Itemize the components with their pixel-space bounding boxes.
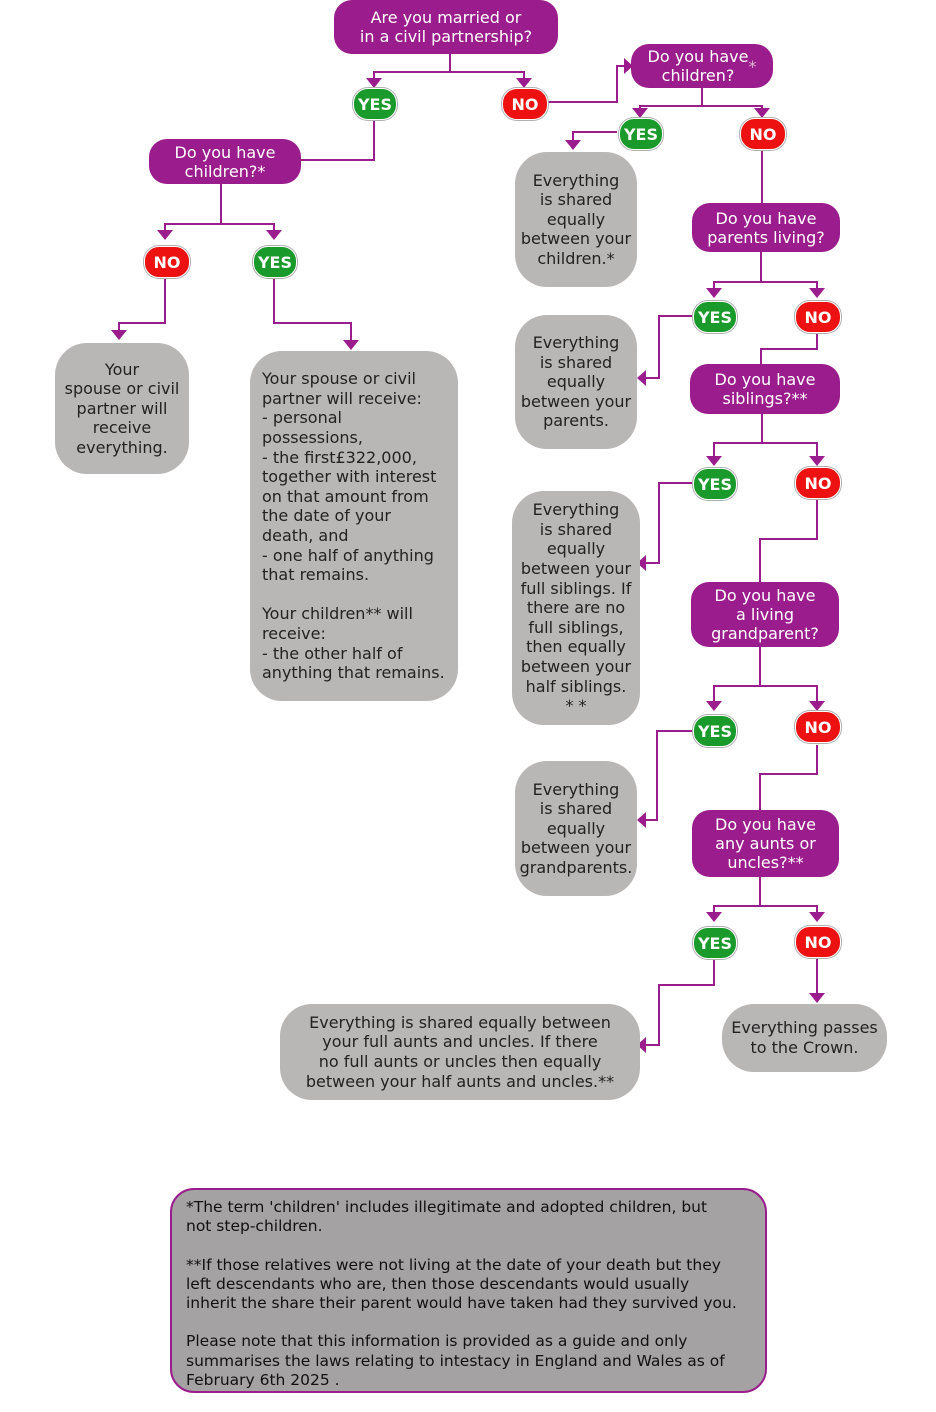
yes-children-left: YES xyxy=(253,246,297,278)
yes-siblings: YES xyxy=(693,468,737,500)
footnote-children: *The term 'children' includes illegitima… xyxy=(186,1198,708,1236)
question-grandparent: Do you have a living grandparent? xyxy=(691,582,839,647)
footnote-descendants: **If those relatives were not living at … xyxy=(186,1255,737,1313)
no-parents: NO xyxy=(795,301,841,333)
yes-parents: YES xyxy=(693,301,737,333)
no-children-right: NO xyxy=(740,118,786,150)
question-siblings: Do you have siblings?** xyxy=(690,364,840,414)
footnote-box: *The term 'children' includes illegitima… xyxy=(170,1188,767,1393)
yes-aunts-uncles: YES xyxy=(693,927,737,959)
result-grandparents: Everything is shared equally between you… xyxy=(515,761,637,896)
yes-grandparent: YES xyxy=(693,715,737,747)
no-children-left: NO xyxy=(144,246,190,278)
footnote-marker: * xyxy=(748,56,757,76)
yes-married: YES xyxy=(353,88,397,120)
result-aunts-uncles: Everything is shared equally between you… xyxy=(280,1004,640,1100)
footnote-disclaimer: Please note that this information is pro… xyxy=(186,1332,725,1390)
no-married: NO xyxy=(502,88,548,120)
no-grandparent: NO xyxy=(795,711,841,743)
question-aunts-uncles: Do you have any aunts or uncles?** xyxy=(692,810,839,877)
result-parents: Everything is shared equally between you… xyxy=(515,315,637,449)
result-spouse-everything: Your spouse or civil partner will receiv… xyxy=(55,343,189,474)
yes-children-right: YES xyxy=(619,118,663,150)
result-children: Everything is shared equally between you… xyxy=(515,152,637,287)
question-parents: Do you have parents living? xyxy=(692,203,840,252)
result-spouse-and-children: Your spouse or civil partner will receiv… xyxy=(250,351,458,701)
question-children-left: Do you have children?* xyxy=(149,139,301,184)
no-siblings: NO xyxy=(795,467,841,499)
result-siblings: Everything is shared equally between you… xyxy=(512,491,640,725)
question-children-right: Do you have children?* xyxy=(631,44,773,88)
result-crown: Everything passes to the Crown. xyxy=(722,1004,887,1072)
no-aunts-uncles: NO xyxy=(795,926,841,958)
question-married: Are you married or in a civil partnershi… xyxy=(334,0,558,54)
question-children-right-label: Do you have children? xyxy=(647,47,749,85)
